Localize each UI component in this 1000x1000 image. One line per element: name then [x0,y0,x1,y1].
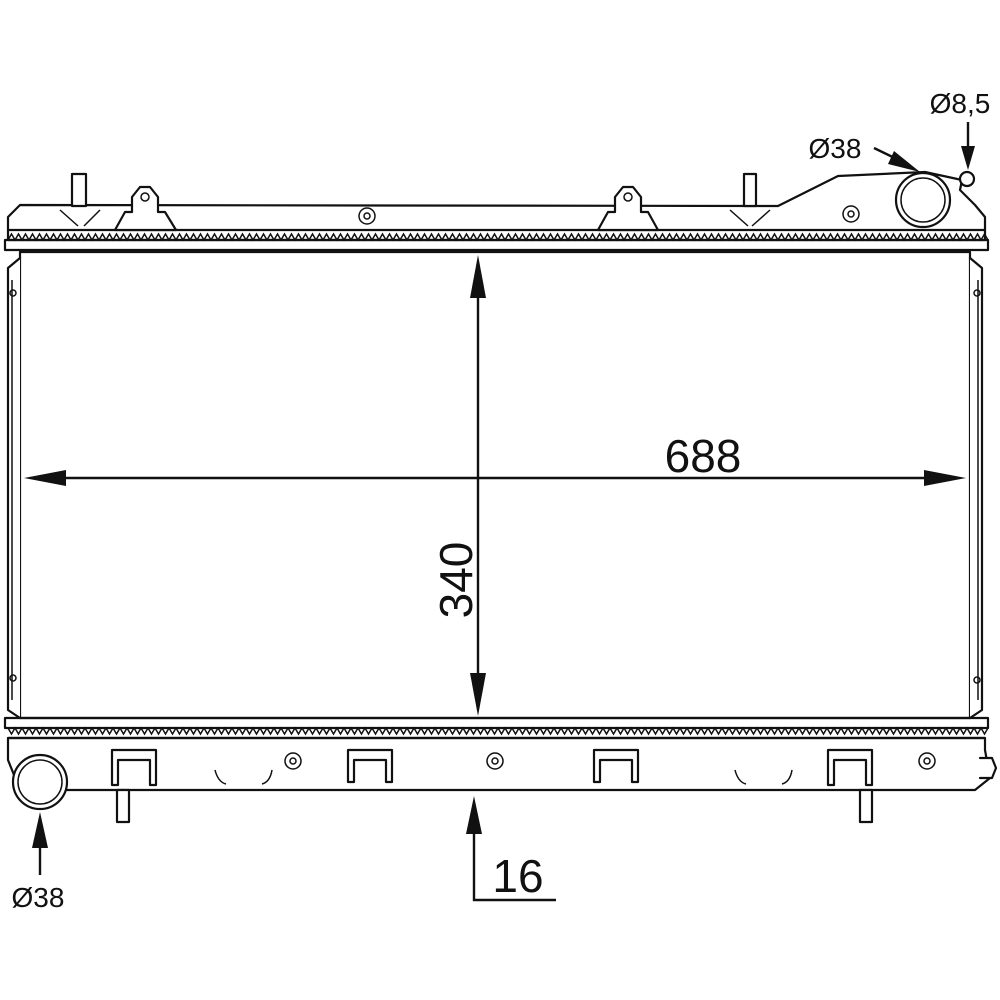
inlet-leader: Ø38 [809,133,920,172]
thickness-label: 16 [492,850,543,902]
bottom-tank [3,716,998,792]
height-label: 340 [430,542,482,619]
radiator-core [6,250,984,720]
top-tank-details [59,170,976,232]
vent-leader: Ø8,5 [930,88,991,170]
outlet-leader: Ø38 [12,812,65,913]
width-dimension: 688 [24,430,966,486]
outlet-label: Ø38 [12,882,65,913]
thickness-dimension: 16 [466,796,556,902]
width-label: 688 [665,430,742,482]
vent-label: Ø8,5 [930,88,991,119]
inlet-label: Ø38 [809,133,862,164]
bottom-tank-details [11,748,936,824]
height-dimension: 340 [430,255,486,716]
